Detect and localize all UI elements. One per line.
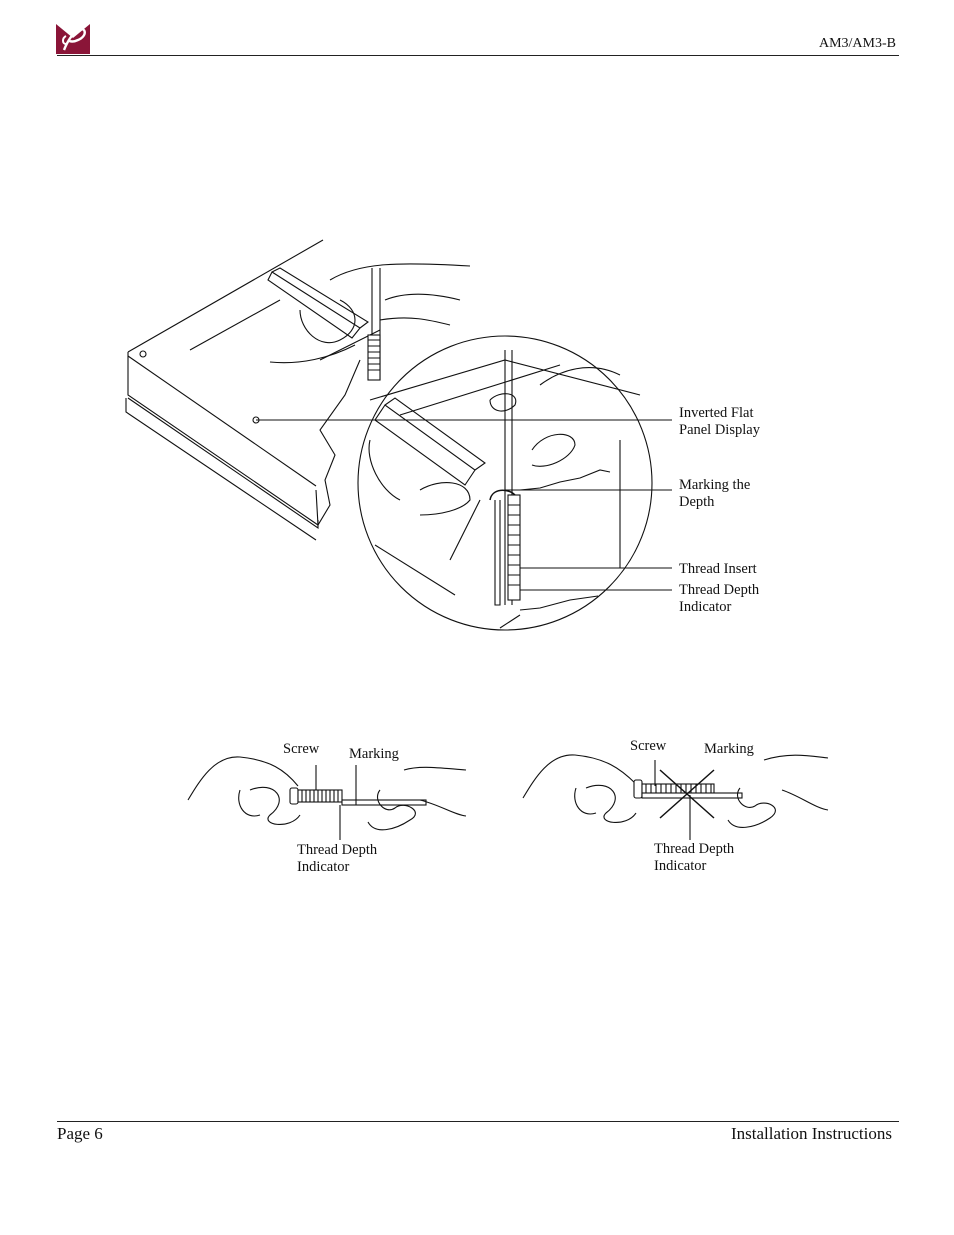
footer-rule [57, 1121, 899, 1122]
label-thread-insert: Thread Insert [679, 561, 757, 577]
model-number: AM3/AM3-B [818, 36, 896, 51]
left-correct-drawing [187, 756, 467, 840]
page-number: Page 6 [57, 1124, 103, 1143]
inverted-display-drawing [125, 239, 381, 541]
right-label-screw: Screw [630, 738, 667, 754]
detail-contents [368, 350, 641, 629]
document-title: Installation Instructions [730, 1124, 892, 1143]
marking-depth-illustration [125, 239, 672, 631]
header-rule [57, 55, 899, 56]
right-label-marking: Marking [704, 741, 754, 757]
incorrect-cross-icon [659, 769, 715, 819]
company-logo [56, 24, 90, 54]
right-incorrect-drawing [522, 754, 829, 840]
hands-drawing-top [267, 263, 471, 381]
left-label-marking: Marking [349, 746, 399, 762]
left-label-screw: Screw [283, 741, 320, 757]
